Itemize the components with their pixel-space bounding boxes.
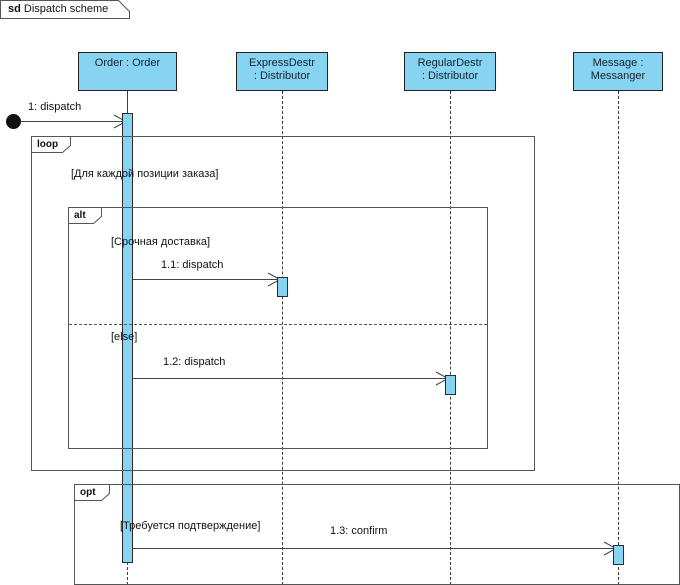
activation-express [277, 277, 288, 297]
lifeline-label-message-line1: Message : [592, 57, 644, 69]
message-label-1: 1: dispatch [28, 101, 82, 113]
message-line-1 [21, 121, 124, 122]
start-node [6, 114, 21, 129]
lifeline-label-order-line1: Order : Order [94, 57, 161, 69]
fragment-loop [31, 136, 535, 471]
activation-regular [445, 375, 456, 395]
lifeline-label-regular-line1: RegularDestr [417, 57, 483, 69]
message-line-1-2 [133, 378, 447, 379]
diagram-frame-tab [0, 0, 130, 19]
fragment-loop-tab [31, 136, 71, 153]
lifeline-label-express-line1: ExpressDestr [248, 57, 316, 69]
lifeline-head-message[interactable]: Message : Messanger [573, 52, 663, 91]
activation-message [613, 545, 624, 565]
lifeline-head-order[interactable]: Order : Order [78, 52, 177, 91]
message-line-1-3 [133, 548, 615, 549]
fragment-alt-divider [69, 324, 487, 325]
fragment-alt-else-guard: [else] [111, 331, 138, 343]
fragment-alt-tab [68, 207, 102, 224]
diagram-title: sd Dispatch scheme [8, 2, 108, 16]
lifeline-dash-message [618, 91, 619, 585]
message-label-1-2: 1.2: dispatch [163, 356, 226, 368]
fragment-alt [68, 207, 488, 449]
lifeline-head-express[interactable]: ExpressDestr : Distributor [236, 52, 328, 91]
fragment-opt-guard: [Требуется подтверждение] [120, 520, 261, 532]
activation-order [122, 113, 133, 563]
lifeline-label-regular-line2: : Distributor [421, 70, 479, 82]
fragment-loop-guard: [Для каждой позиции заказа] [71, 168, 219, 180]
message-label-1-1: 1.1: dispatch [161, 259, 224, 271]
fragment-opt-operator: opt [80, 487, 96, 498]
diagram-kind-keyword: sd [8, 3, 21, 15]
message-label-1-3: 1.3: confirm [330, 525, 388, 537]
diagram-title-text: Dispatch scheme [23, 3, 109, 15]
fragment-alt-operator: alt [74, 210, 86, 221]
lifeline-dash-regular [450, 91, 451, 585]
lifeline-head-regular[interactable]: RegularDestr : Distributor [404, 52, 496, 91]
fragment-loop-operator: loop [37, 139, 59, 150]
lifeline-dash-express [282, 91, 283, 585]
lifeline-label-message-line2: Messanger [590, 70, 646, 82]
message-line-1-1 [133, 279, 279, 280]
fragment-opt-tab [74, 484, 110, 501]
fragment-alt-guard: [Срочная доставка] [111, 236, 211, 248]
lifeline-label-express-line2: : Distributor [253, 70, 311, 82]
